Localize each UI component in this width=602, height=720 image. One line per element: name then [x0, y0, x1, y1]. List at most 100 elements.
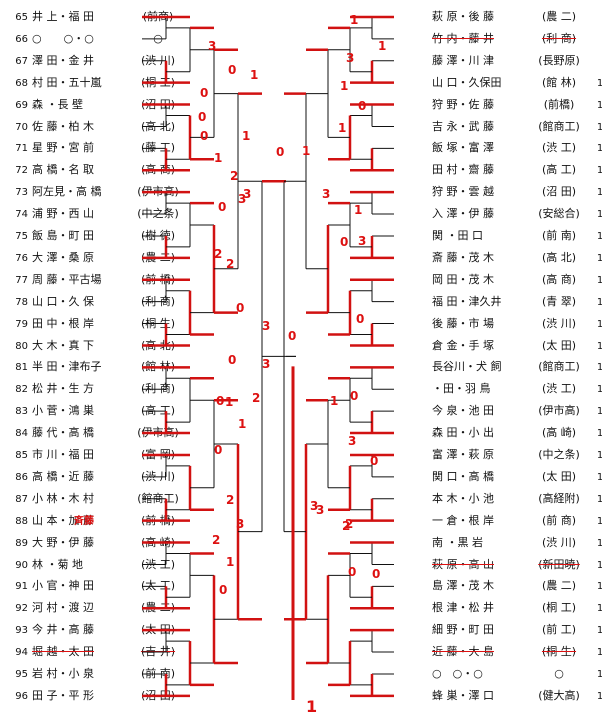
entry-school: (桐 工)	[541, 601, 577, 615]
entry-school: (渋 川)	[541, 316, 577, 330]
entry-players: 後 藤・市 場	[432, 316, 494, 330]
entry-number: 86	[15, 471, 28, 483]
right-entry-124: 根 津・松 井 (桐 工) 124	[432, 597, 602, 619]
entry-players: 根 津・松 井	[432, 601, 494, 615]
entry-number: 127	[596, 669, 602, 680]
entry-school: (高 商)	[541, 272, 577, 286]
left-entry-84: 84藤 代・高 橋(伊市高)	[0, 422, 188, 444]
entry-number: 79	[15, 318, 28, 330]
handwritten-score: 1	[306, 697, 317, 716]
entry-number: 93	[15, 625, 28, 637]
handwritten-score: 0	[198, 110, 206, 124]
entry-players: 竹 内・藤 井	[432, 31, 494, 45]
entry-players: 萩 原・高 山	[432, 557, 494, 571]
entry-players: 村 田・五十嵐	[32, 75, 102, 89]
entry-school: (太 田)	[541, 338, 577, 352]
entry-number: 91	[15, 581, 28, 593]
entry-number: 73	[15, 187, 28, 199]
entry-number: 75	[15, 231, 28, 242]
entry-players: 小 林・木 村	[32, 491, 94, 505]
entry-players: 南 ・黒 岩	[432, 535, 483, 549]
handwritten-score: 1	[302, 144, 310, 158]
entry-number: 68	[15, 77, 28, 89]
entry-players: 浦 野・西 山	[32, 207, 94, 221]
entry-players: ・田・羽 鳥	[432, 382, 491, 396]
entry-number: 77	[15, 274, 28, 286]
handwritten-score: 3	[358, 234, 366, 248]
entry-school: (渋 工)	[541, 382, 577, 396]
entry-number: 72	[15, 165, 28, 177]
entry-number: 113	[596, 362, 602, 374]
entry-players: 飯 塚・富 澤	[432, 141, 494, 155]
entry-players: 山 口・久保田	[432, 75, 502, 89]
entry-number: 66	[15, 33, 28, 45]
entry-players: 近 藤・大 島	[432, 645, 494, 659]
handwritten-score: 1	[350, 13, 358, 27]
entry-school: (利 商)	[541, 31, 577, 45]
entry-school: (前 工)	[541, 623, 577, 637]
entry-number: 122	[596, 559, 602, 571]
entry-number: 123	[596, 581, 602, 593]
entry-school: (沼 田)	[541, 185, 577, 199]
entry-players: 河 村・渡 辺	[32, 601, 94, 615]
handwritten-score: 1	[378, 39, 386, 53]
right-entry-102: 吉 永・武 藤(館商工)102	[432, 116, 602, 138]
entry-number: 96	[15, 690, 28, 702]
handwritten-score: 0	[370, 454, 378, 468]
right-entry-126: 近 藤・大 島(桐 生)126	[432, 641, 602, 663]
handwritten-score: 0	[372, 567, 380, 581]
entry-number: 105	[596, 187, 602, 199]
entry-school: (前 商)	[541, 513, 577, 527]
handwritten-score: 1	[225, 395, 233, 409]
handwritten-score: 1	[226, 555, 234, 569]
entry-number: 80	[15, 340, 28, 352]
entry-players: 倉 金・手 塚	[432, 338, 494, 352]
entry-number: 83	[15, 406, 28, 418]
entry-players: 藤 澤・川 津	[432, 53, 494, 67]
entry-number: 128	[596, 690, 602, 702]
entry-number: 85	[15, 450, 28, 461]
entry-number: 109	[596, 274, 602, 286]
right-entry-100: 山 口・久保田(館 林)100	[432, 72, 602, 94]
entry-number: 70	[15, 121, 28, 133]
handwritten-score: 3	[348, 434, 356, 448]
entry-players: 関 口・高 橋	[432, 469, 494, 483]
right-entry-113: 長谷川・犬 飼(館商工)113	[432, 356, 602, 378]
handwritten-score: 2	[252, 391, 260, 405]
entry-players: 富 澤・萩 原	[432, 448, 494, 461]
handwritten-score: 3	[236, 517, 244, 531]
entry-players: 小 官・神 田	[32, 579, 94, 593]
entry-number: 94	[15, 647, 28, 659]
entry-school: (高 工)	[541, 163, 577, 177]
right-entry-116: 森 田・小 出(高 崎)116	[432, 422, 602, 444]
handwritten-score: 1	[330, 394, 338, 408]
handwritten-score: 0	[340, 235, 348, 249]
entry-number: 89	[15, 537, 28, 549]
right-entry-107: 関 ・田 口(前 南)107	[432, 225, 602, 247]
right-entry-120: 一 倉・根 岸(前 商)120	[432, 510, 602, 532]
entry-number: 84	[15, 428, 28, 440]
right-entry-125: 細 野・町 田(前 工)125	[432, 619, 602, 641]
entry-players: 大 木・真 下	[32, 338, 94, 352]
handwritten-score: 3	[262, 319, 270, 333]
entry-players: 半 田・津布子	[32, 360, 102, 374]
entry-number: 92	[15, 603, 28, 615]
handwritten-score: 3	[243, 187, 251, 201]
right-entry-97: 萩 原・後 藤(農 二)97	[432, 6, 602, 28]
entry-school: (伊市高)	[538, 404, 580, 418]
entry-number: 124	[596, 603, 602, 615]
entry-players: 澤 田・金 井	[32, 53, 94, 67]
entry-players: 本 木・小 池	[432, 491, 494, 505]
handwritten-correction-text: 斉藤	[74, 516, 94, 527]
handwritten-score: 0	[356, 312, 364, 326]
entry-number: 117	[596, 450, 602, 461]
handwritten-score: 0	[200, 86, 208, 100]
handwritten-score: 0	[218, 200, 226, 214]
handwritten-score: 0	[358, 99, 366, 113]
entry-number: 110	[596, 296, 602, 308]
entry-number: 111	[596, 318, 602, 330]
entry-school: (青 翠)	[541, 294, 577, 308]
right-entry-109: 岡 田・茂 木(高 商)109	[432, 269, 602, 291]
entry-number: 101	[596, 99, 602, 111]
